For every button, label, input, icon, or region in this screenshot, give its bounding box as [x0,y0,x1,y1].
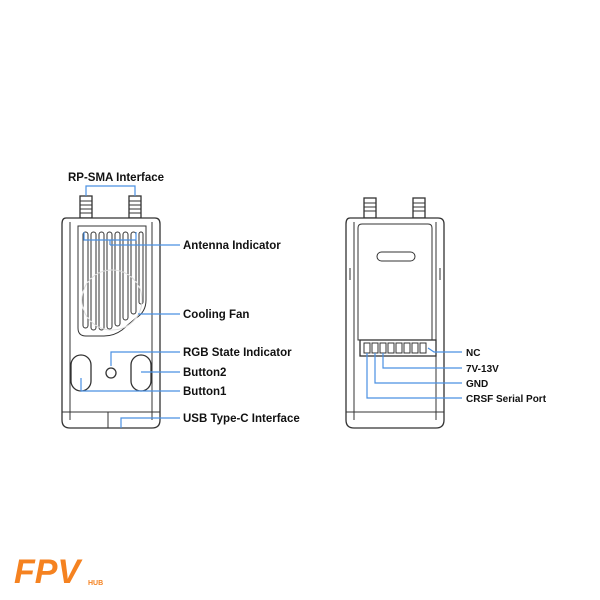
label-cooling-fan: Cooling Fan [183,309,249,321]
label-nc: NC [466,348,480,359]
label-antenna-indicator: Antenna Indicator [183,240,281,252]
back-antenna-left [363,197,377,219]
front-fin-plate [77,225,147,337]
front-antenna-left [79,195,93,219]
back-callouts: NC 7V-13V GND CRSF Serial Port [366,347,547,405]
label-usb-type-c-interface: USB Type-C Interface [183,413,300,425]
back-slot [376,251,416,262]
front-callouts: RP-SMA Interface Antenna Indicator Cooli… [68,172,300,428]
rgb-state-indicator-led [105,367,117,379]
label-button2: Button2 [183,367,226,379]
front-antenna-right [128,195,142,219]
fpv-hub-logo: FPV HUB [14,553,103,591]
logo-main-text: FPV [14,553,83,591]
cooling-fins [82,231,144,331]
label-gnd: GND [466,379,488,390]
logo-sub-text: HUB [88,580,103,587]
label-rgb-state-indicator: RGB State Indicator [183,347,292,359]
label-button1: Button1 [183,386,227,398]
serial-connector [359,339,437,357]
front-body [61,217,161,429]
cooling-fan-shape [81,269,143,331]
front-view-device [61,195,161,429]
label-crsf-serial-port: CRSF Serial Port [466,394,547,405]
label-7v-13v: 7V-13V [466,364,499,375]
button2-slot [130,354,152,392]
back-antenna-right [412,197,426,219]
back-view-device [345,197,445,429]
back-body [345,217,445,429]
label-rp-sma-interface: RP-SMA Interface [68,172,164,184]
